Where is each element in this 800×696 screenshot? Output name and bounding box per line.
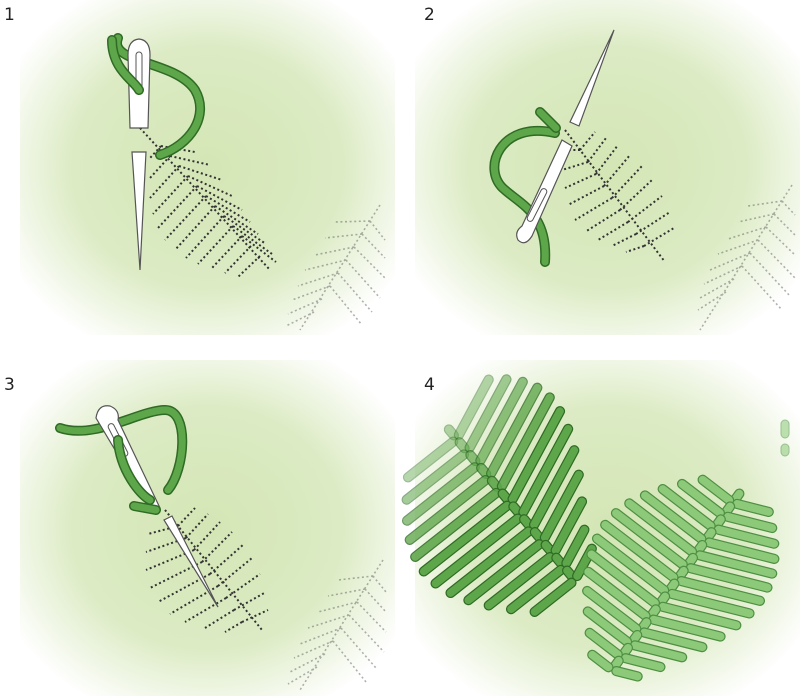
- step-3-panel: 3: [4, 360, 395, 696]
- step-number-label: 4: [424, 375, 435, 395]
- fabric-background: [20, 0, 395, 335]
- step-2-panel: 2: [415, 0, 800, 335]
- embroidery-thread-icon: [134, 506, 156, 510]
- step-number-label: 3: [4, 375, 15, 395]
- step-1-panel: 1: [4, 0, 395, 335]
- step-number-label: 1: [4, 5, 15, 25]
- fabric-background: [20, 360, 395, 696]
- fabric-background: [415, 0, 800, 335]
- step-number-label: 2: [424, 5, 435, 25]
- step-4-panel: 4: [400, 360, 800, 696]
